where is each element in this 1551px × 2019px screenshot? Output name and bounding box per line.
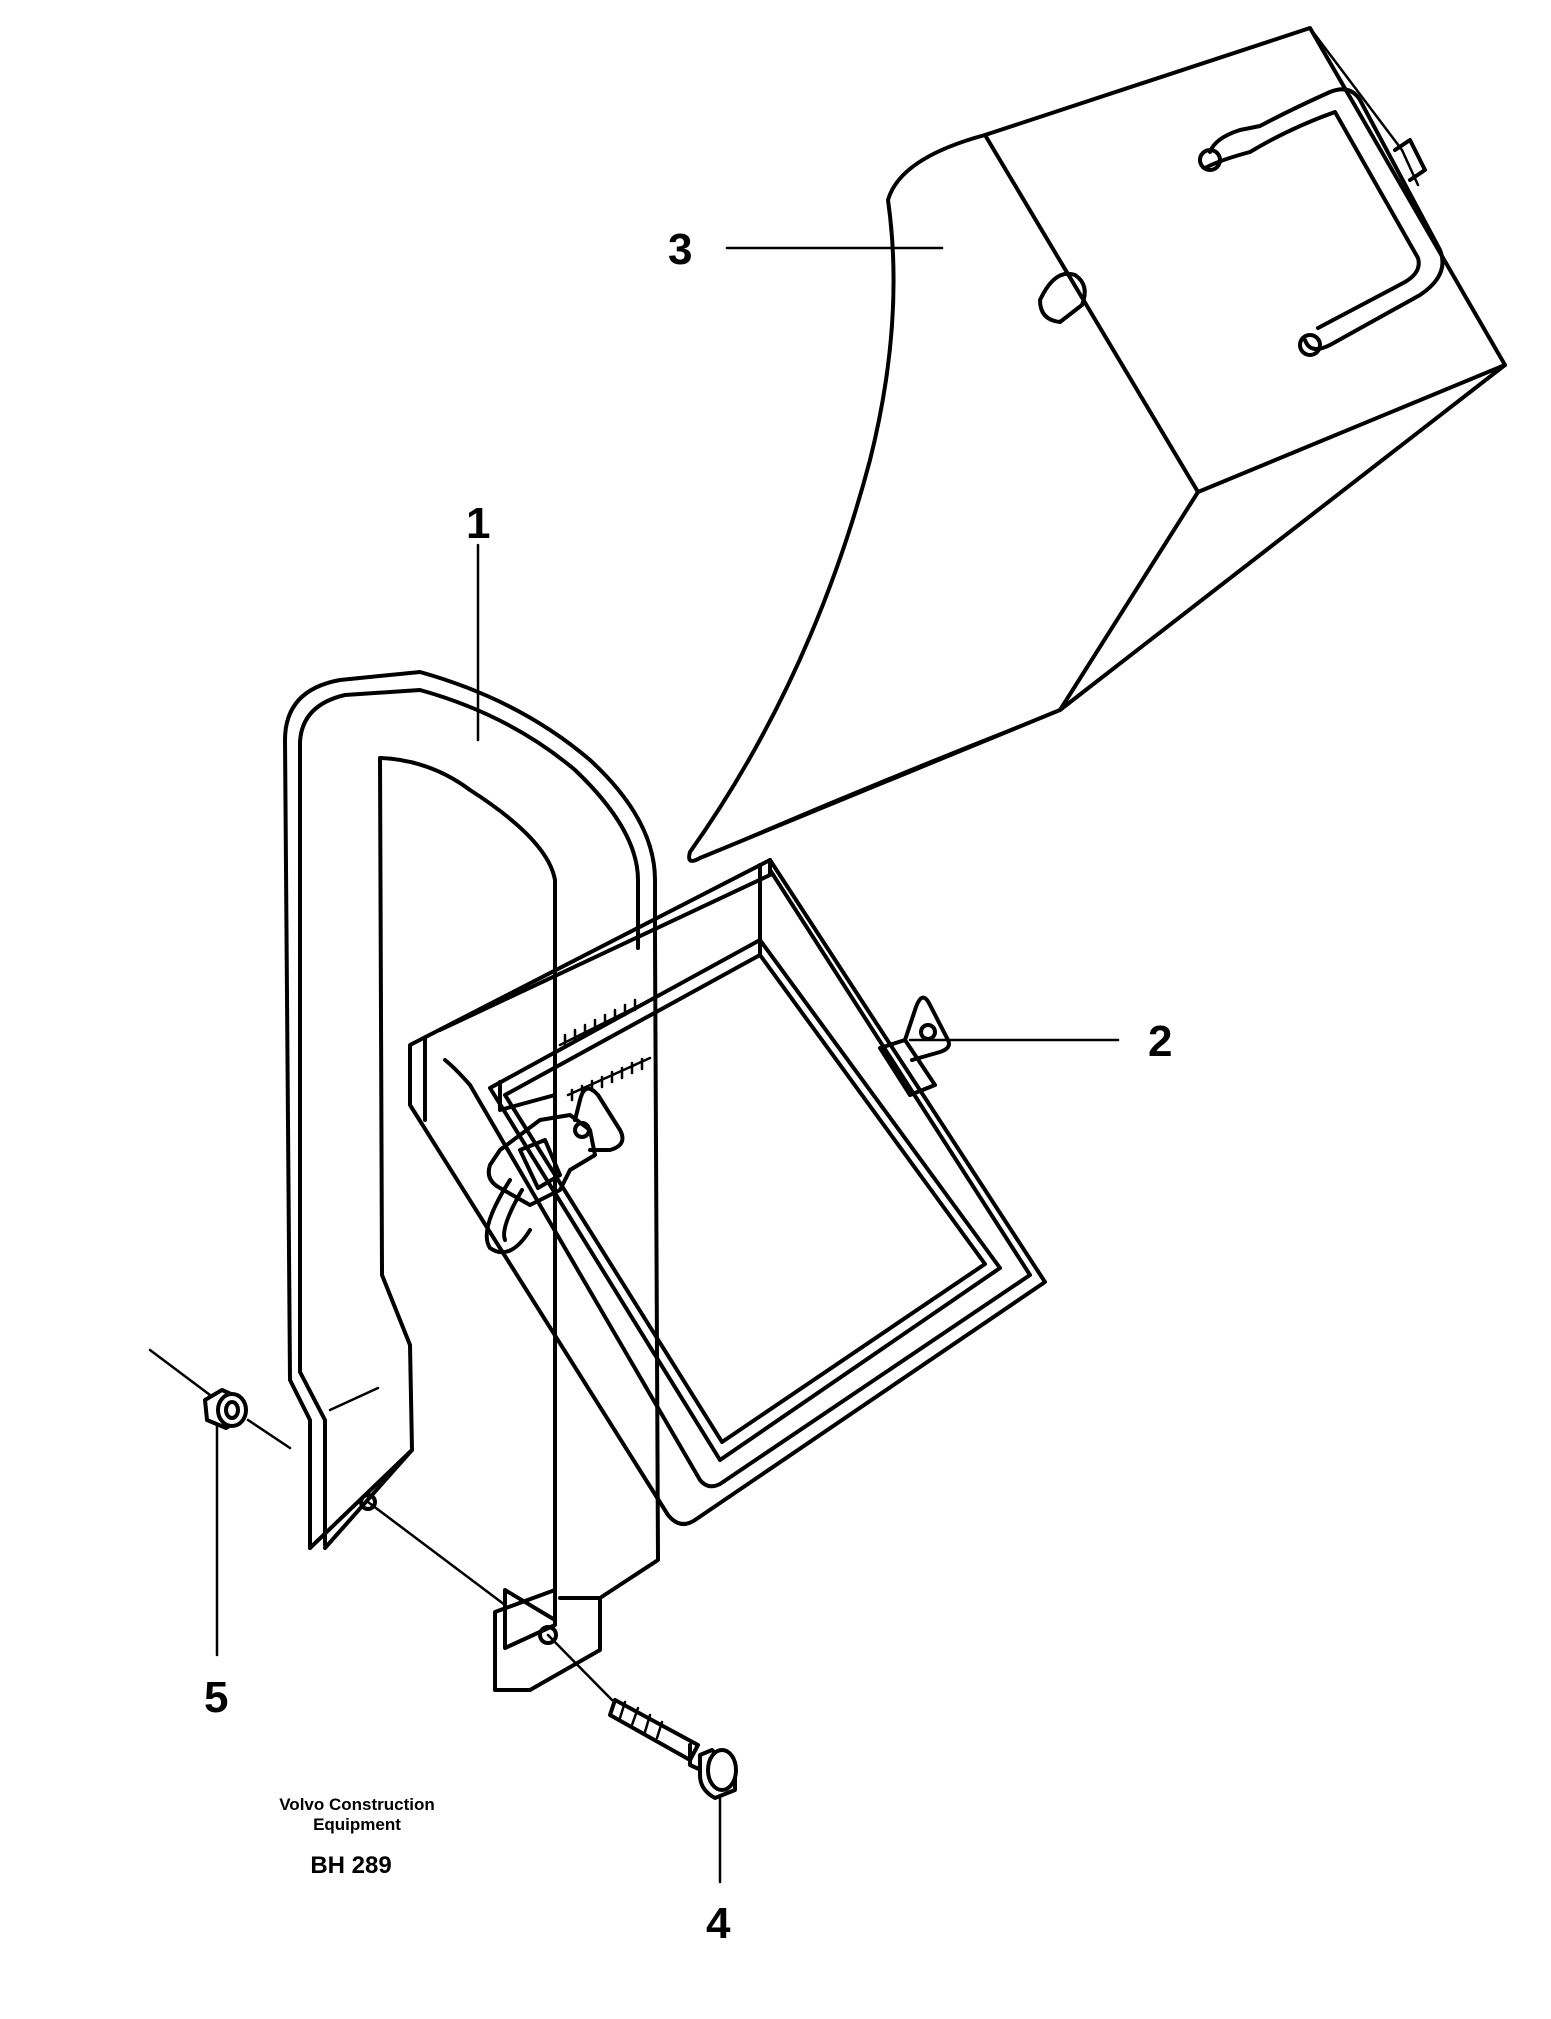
part-4-bolt <box>608 1698 738 1800</box>
callout-4: 4 <box>706 1899 731 1948</box>
handle-stud-icon <box>1198 148 1222 172</box>
leader-lines <box>215 246 1120 1884</box>
latch-pivot-icon <box>573 1121 591 1139</box>
latch-pivot-icon <box>919 1023 937 1041</box>
part-2-tray <box>408 858 1047 1526</box>
callout-2: 2 <box>1148 1017 1172 1066</box>
callout-5: 5 <box>204 1673 228 1722</box>
part-3-cover-bag <box>687 26 1507 863</box>
assembly-lines <box>148 1348 614 1702</box>
callout-1: 1 <box>466 499 490 548</box>
credit-line-2: Equipment <box>313 1815 401 1834</box>
strap-hole-icon <box>538 1625 558 1645</box>
handle-stud-icon <box>1298 333 1322 357</box>
front-latch <box>484 1086 625 1255</box>
credit-line-1: Volvo Construction <box>279 1795 435 1814</box>
part-1-bracket <box>283 670 660 1692</box>
callout-3: 3 <box>668 225 692 274</box>
part-5-nut <box>203 1388 248 1430</box>
drawing-code: BH 289 <box>310 1852 391 1879</box>
bracket-hole-icon <box>359 1493 377 1511</box>
